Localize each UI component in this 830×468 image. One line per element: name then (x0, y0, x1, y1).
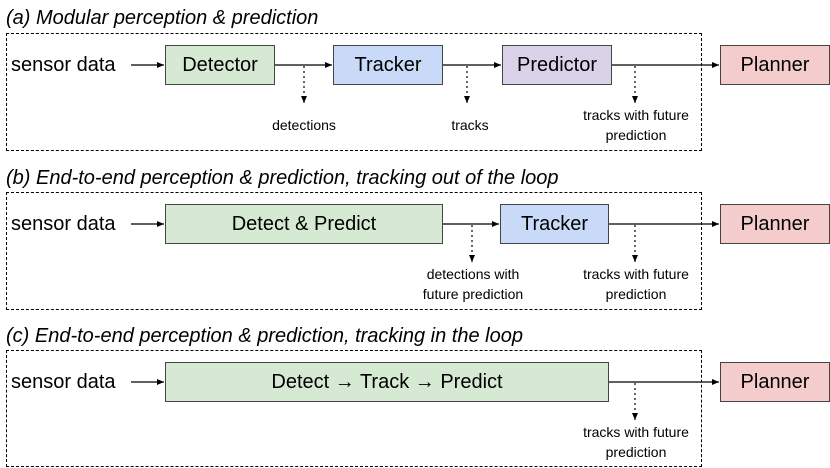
panel-c-sensor-data: sensor data (11, 371, 116, 393)
panel-a-frame (6, 33, 702, 151)
detect-track-predict-box: Detect → Track → Predict (165, 362, 609, 402)
panel-a-title: (a) Modular perception & prediction (6, 7, 319, 29)
detector-box: Detector (165, 45, 275, 85)
tracker-box-b: Tracker (500, 204, 609, 244)
note-tracks-future-c: tracks with future prediction (583, 422, 689, 462)
note-detections-future: detections with future prediction (423, 264, 523, 304)
panel-b-sensor-data: sensor data (11, 213, 116, 235)
note-tracks-future-b-line1: tracks with future (583, 266, 689, 282)
note-detections-future-line2: future prediction (422, 286, 524, 302)
note-tracks-future-a-line1: tracks with future (583, 107, 689, 123)
note-tracks-future-a: tracks with future prediction (583, 105, 689, 145)
predictor-box: Predictor (502, 45, 612, 85)
note-tracks-future-b-line2: prediction (605, 286, 667, 302)
panel-b-title: (b) End-to-end perception & prediction, … (6, 167, 559, 189)
note-tracks-future-b: tracks with future prediction (583, 264, 689, 304)
panel-c-title: (c) End-to-end perception & prediction, … (6, 325, 523, 347)
note-tracks-future-c-line2: prediction (605, 444, 667, 460)
panel-b-frame (6, 192, 702, 310)
panel-c-frame (6, 350, 702, 467)
note-tracks-future-a-line2: prediction (605, 127, 667, 143)
note-detections: detections (272, 117, 336, 133)
note-tracks-future-c-line1: tracks with future (583, 424, 689, 440)
note-detections-future-line1: detections with (426, 266, 520, 282)
panel-a-sensor-data: sensor data (11, 54, 116, 76)
planner-box-c: Planner (720, 362, 830, 402)
planner-box-a: Planner (720, 45, 830, 85)
planner-box-b: Planner (720, 204, 830, 244)
note-tracks: tracks (451, 117, 489, 133)
detect-predict-box: Detect & Predict (165, 204, 443, 244)
tracker-box-a: Tracker (333, 45, 443, 85)
